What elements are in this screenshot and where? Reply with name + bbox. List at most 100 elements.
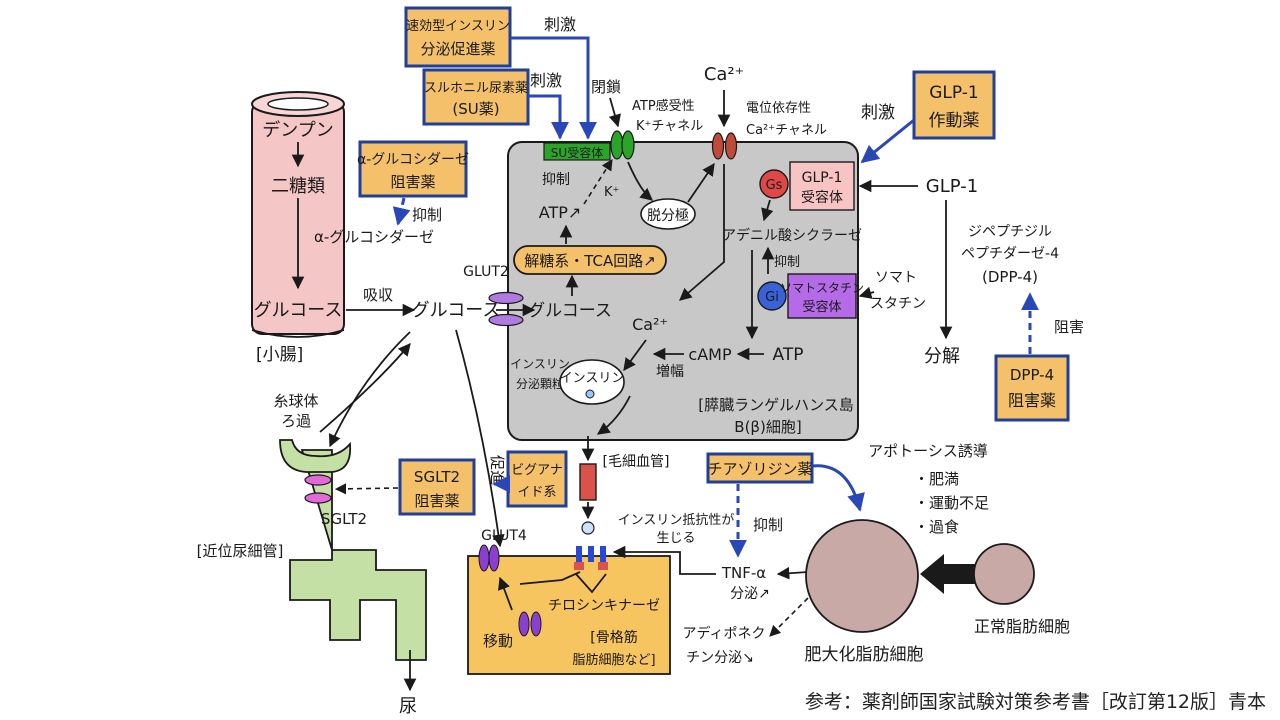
su-drug-line1: スルホニル尿素薬 [424,81,528,96]
su-receptor-label: SU受容体 [551,145,603,160]
insulin-circulating [581,521,595,535]
glut2-label: GLUT2 [463,264,509,280]
ca-into-cell-arrow [679,164,725,301]
insulin-release-arrow [596,395,631,435]
capillary [579,463,597,501]
ac-inhibit-label: 抑制 [774,255,800,270]
absorption-label: 吸収 [363,286,393,304]
su-drug-line2: (SU薬) [452,100,499,118]
camp-label: cAMP [688,345,732,364]
dpp4-drug-line2: 阻害薬 [1008,391,1056,410]
glp1-receptor-line1: GLP-1 [802,170,843,186]
insulin-granule [559,359,625,405]
insulin-granule-label-line1: インスリン [510,357,570,371]
glomerulus-line1: 糸球体 [273,392,318,410]
glomerulus-line2: ろ過 [281,412,311,430]
su-drug-box [422,68,530,126]
glut4-label: GLUT4 [481,528,527,544]
su-stimulate-label: 刺激 [530,71,562,90]
adenylate-cyclase-label: アデニル酸シクラーゼ [722,227,862,244]
alpha-gi-drug-line1: α-グルコシダーゼ [357,152,469,168]
su-stimulate-arrow [528,94,569,140]
insulin-resistance-arrow [612,545,716,575]
glp1-drug-line2: 作動薬 [929,111,980,131]
glucose-to-muscle-arrow [455,329,505,548]
urine-label: 尿 [399,696,417,717]
gs-to-ac-arrow [761,199,774,222]
hypertrophic-adipocyte [805,519,919,633]
islet-label-line2: B(β)細胞] [734,418,801,436]
insulin-resistance-line2: 生じる [656,531,695,546]
hypertrophic-adipocyte-label: 肥大化脂肪細胞 [805,645,924,665]
ca-to-granule-arrow [623,339,647,372]
katp-channel-right [621,130,635,160]
insulin-receptor-right [600,546,606,562]
dpp4-inhibit-label: 阻害 [1054,318,1084,336]
sglt2-transporter-upper [304,474,332,486]
islet-label-line1: [膵臓ランゲルハンス島 [698,396,854,414]
somatostatin-line2: スタチン [870,296,926,312]
thiazolidine-apoptosis-arrow [811,464,865,512]
su-receptor [543,142,611,161]
gi-label: Gi [765,290,779,305]
risk-factor-obesity: ・肥満 [914,470,959,488]
vdcc-label-line1: 電位依存性 [746,101,811,116]
vdcc-right [724,132,738,160]
biguanide-drug-line1: ビグアナ [511,463,563,478]
rapid-insulin-stimulate-label: 刺激 [544,15,576,34]
alpha-glucosidase-label: α-グルコシダーゼ [314,228,434,246]
rapid-insulin-drug-line1: 速効型インスリン [406,19,510,34]
normal-adipocyte-label: 正常脂肪細胞 [974,617,1070,636]
tyrosine-kinase-label: チロシンキナーゼ [548,598,660,614]
glp1-drug-line1: GLP-1 [929,83,978,103]
rapid-insulin-stimulate-arrow [510,36,597,140]
insulin-receptor-left [576,546,582,562]
insulin-molecule [585,389,595,399]
glut4-translocation-arrow [498,576,513,611]
katp-channel-left [610,130,624,160]
filtration-arrow [328,331,411,448]
sglt2-inhibit-arrow [334,483,399,495]
insulin-in-granule-label: インスリン [560,371,625,386]
amplify-label: 増幅 [656,364,684,380]
tyrosine-kinase-signal [519,571,581,585]
somatostatin-receptor [787,273,857,319]
normal-adipocyte [973,543,1035,605]
starch-label: デンプン [262,120,333,141]
glomerulus-cup [279,439,352,473]
katp-label-line2: K⁺チャネル [636,119,703,134]
adipocyte-adiponectin-arrow [769,597,809,637]
glp1-receptor-line2: 受容体 [801,189,843,206]
reference-citation: 参考：薬剤師国家試験対策参考書［改訂第12版］青本 [804,691,1266,713]
dpp4-line1: ジペプチジル [968,224,1052,240]
k-ion-label: K⁺ [604,185,619,200]
gs-protein [759,169,789,199]
closing-label: 閉鎖 [591,78,621,96]
sglt2-drug-line2: 阻害薬 [414,492,459,510]
sglt2-label: SGLT2 [321,510,367,528]
muscle-cell [467,555,671,675]
hypertrophy-arrow [920,554,976,594]
alpha-gi-inhibit-label: 抑制 [412,206,442,224]
intestinal-glucose-label: グルコース [254,300,343,321]
blood-glucose-label: グルコース [412,300,501,321]
rapid-insulin-drug-line2: 分泌促進薬 [420,40,495,58]
adipocyte-tnf-arrow [776,566,809,580]
risk-factor-overeating: ・過食 [914,518,959,536]
dpp4-line3: (DPP-4) [982,268,1038,286]
apoptosis-label: アポトーシス誘導 [868,442,988,460]
depolarization-label: 脱分極 [647,208,689,224]
sglt2-drug-box [398,458,476,516]
ca-inside-label: Ca²⁺ [632,315,668,334]
somatostatin-receptor-line1: ソマトスタチン [780,281,864,295]
small-intestine-label: [小腸] [256,345,303,365]
thiazolidine-drug-box [706,452,814,484]
glut2-transporter-lower [488,313,524,327]
promote-label: 促進 [488,455,506,485]
atp-up-label: ATP↗ [539,203,582,222]
adiponectin-line1: アディポネク [682,625,765,642]
dpp4-drug-line1: DPP-4 [1010,366,1054,384]
depolarization-node [640,198,696,230]
translocation-label: 移動 [483,632,513,650]
